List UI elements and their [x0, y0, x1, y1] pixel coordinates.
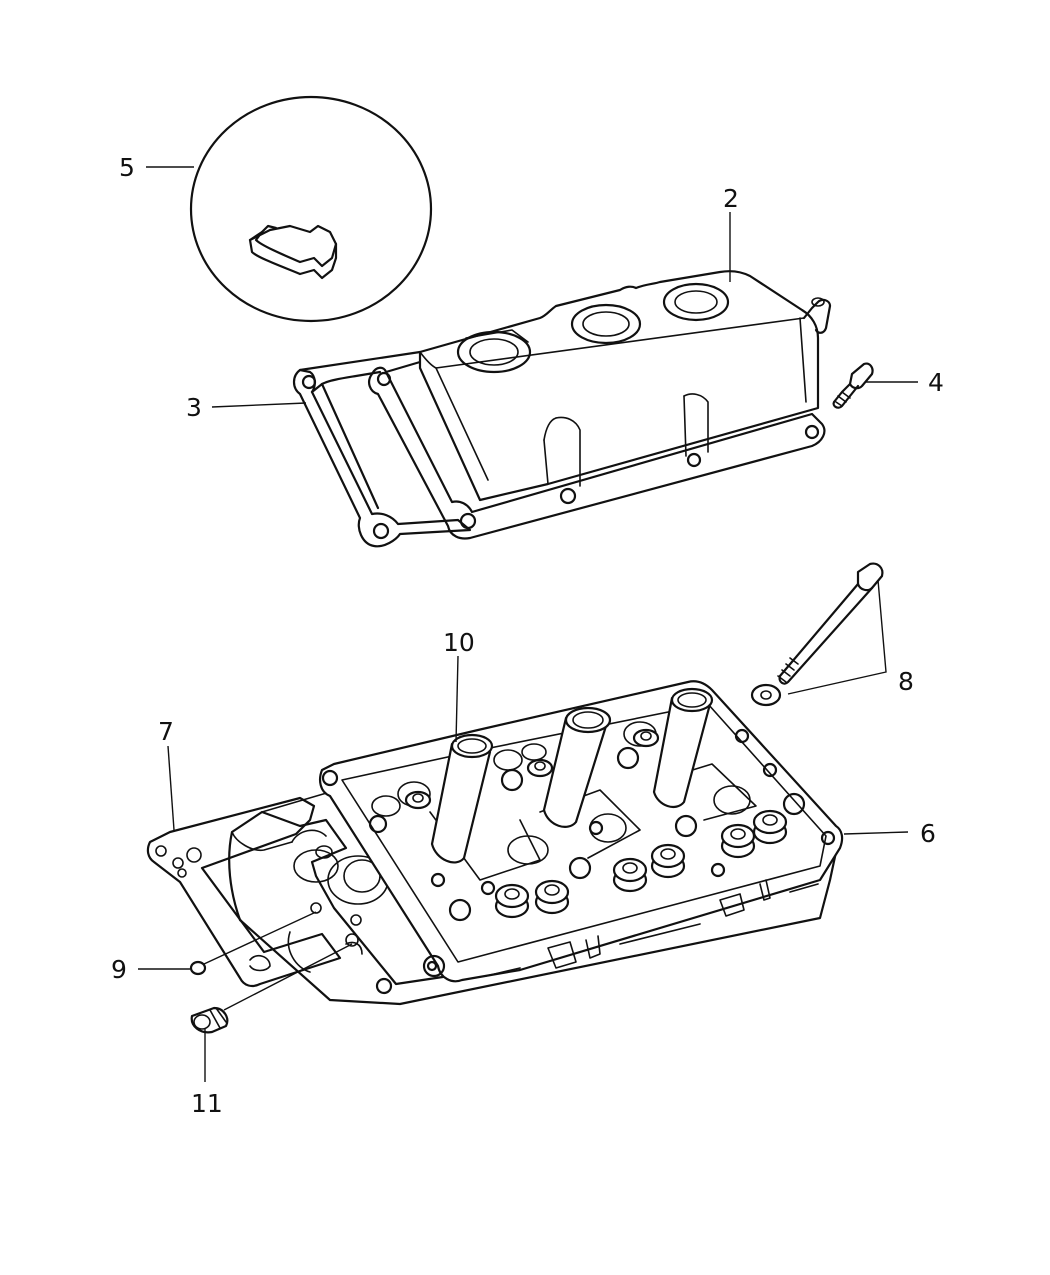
callout-8: 8: [898, 667, 914, 696]
callout-3: 3: [186, 393, 202, 422]
callout-6: 6: [920, 819, 936, 848]
callout-5: 5: [119, 153, 135, 182]
callout-labels: 5 2 3 4 10 8 7 6 9 11: [111, 153, 944, 1118]
leader-lines: [138, 166, 918, 1082]
callout-2: 2: [723, 184, 739, 213]
spark-plug-tubes: [430, 687, 714, 864]
threaded-plug: [190, 943, 353, 1034]
callout-10: 10: [443, 628, 475, 657]
valve-cover: [368, 270, 832, 540]
oil-filler-cap-detail: [189, 95, 433, 323]
callout-4: 4: [928, 368, 944, 397]
cover-bolt: [832, 362, 874, 409]
callout-11: 11: [191, 1089, 223, 1118]
callout-7: 7: [158, 717, 174, 746]
head-gasket: [146, 796, 342, 988]
valve-springs: [404, 728, 788, 919]
cylinder-head: [228, 680, 844, 1006]
small-plug: [189, 911, 317, 976]
head-bolt-and-washer: [750, 562, 884, 707]
callout-9: 9: [111, 955, 127, 984]
valve-cover-gasket: [292, 350, 472, 548]
